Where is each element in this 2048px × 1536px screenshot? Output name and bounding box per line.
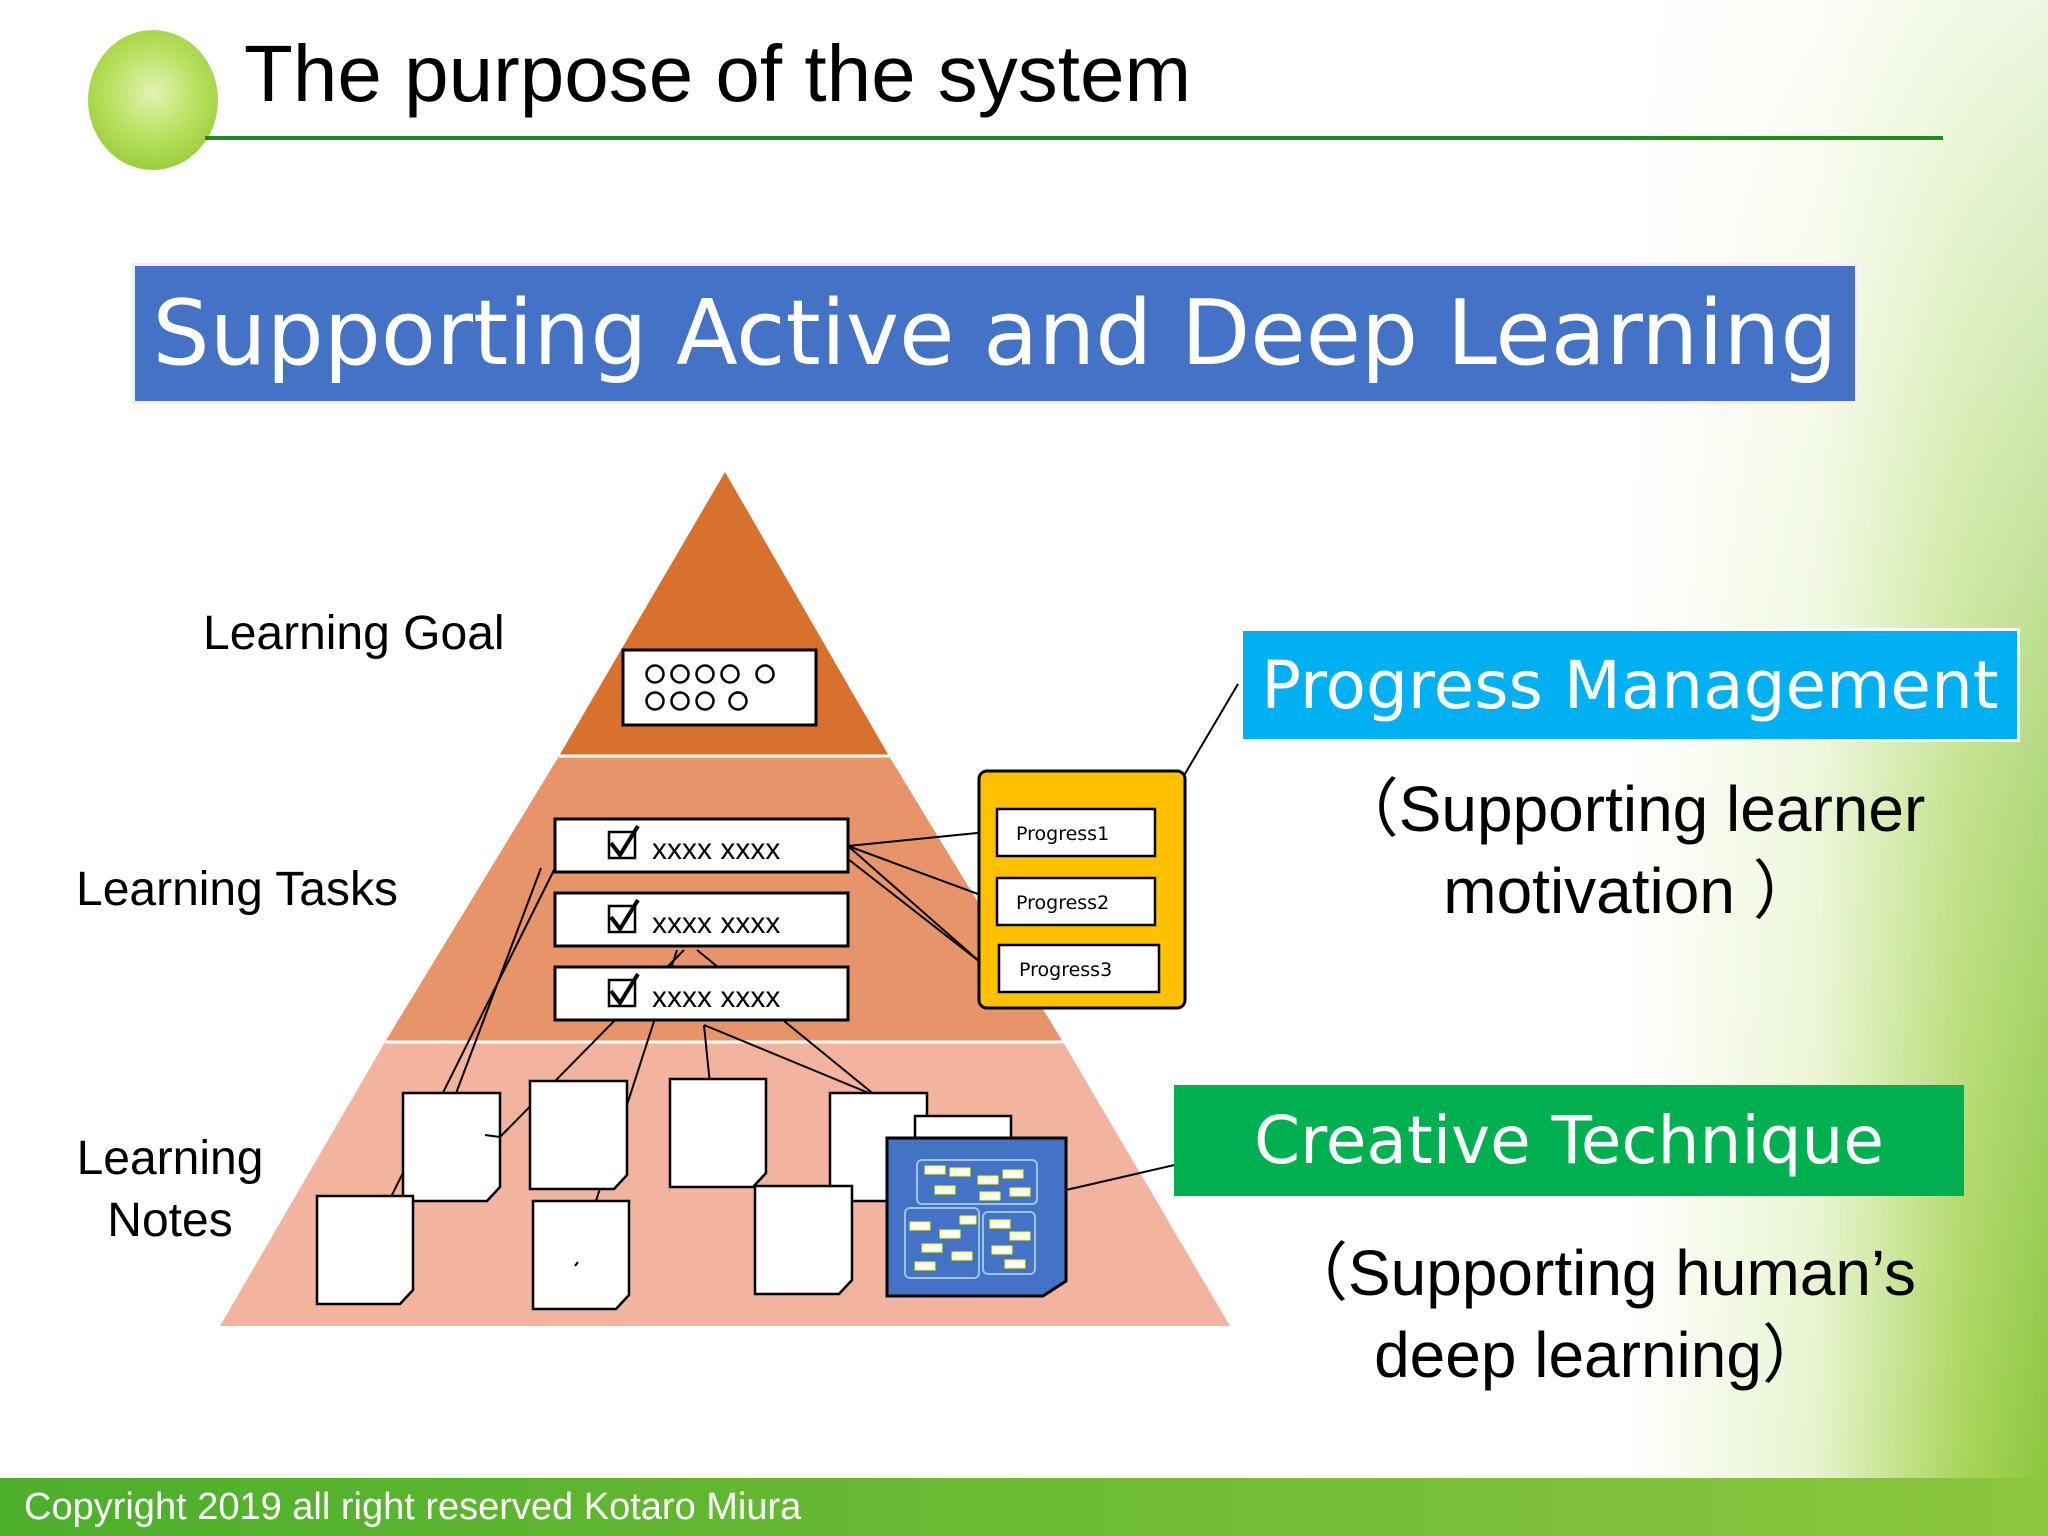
- task-item-2: xxxx xxxx: [553, 891, 850, 948]
- progress-management-subtitle: （Supporting learner motivation ）: [1240, 768, 2020, 932]
- note-page: [528, 1079, 629, 1191]
- level-label-tasks: Learning Tasks: [76, 863, 398, 916]
- goal-box: [621, 648, 818, 727]
- note-page: [401, 1091, 502, 1203]
- title-bullet-circle: [88, 30, 218, 170]
- note-connector-lines: [484, 1134, 579, 1267]
- checkmark-icon: [609, 972, 640, 1007]
- creative-technique-subtitle: （Supporting human’s deep learning）: [1240, 1232, 1960, 1396]
- task-label: xxxx xxxx: [652, 981, 780, 1014]
- svg-text:Progress1: Progress1: [1016, 823, 1109, 845]
- task-item-3: xxxx xxxx: [553, 965, 850, 1022]
- goal-circles: [645, 664, 775, 711]
- map-page-tab: [913, 1114, 1013, 1142]
- note-page: [315, 1194, 415, 1306]
- task-item-1: xxxx xxxx: [553, 817, 850, 874]
- svg-text:Progress3: Progress3: [1019, 959, 1112, 981]
- level-label-notes-line1: Learning: [76, 1132, 264, 1185]
- level-label-notes-line2: Notes: [107, 1194, 233, 1247]
- creative-technique-box: Creative Technique: [1174, 1085, 1964, 1196]
- footer-bar: [0, 1478, 2048, 1536]
- pyramid-diagram: xxxx xxxx xxxx xxxx xxxx xxxx Progress1 …: [220, 472, 1239, 1326]
- ct-subtitle-line2: deep learning）: [1374, 1319, 1826, 1391]
- svg-text:Progress2: Progress2: [1016, 892, 1109, 914]
- checkmark-icon: [609, 824, 640, 859]
- copyright-text: Copyright 2019 all right reserved Kotaro…: [24, 1486, 802, 1528]
- note-page: [531, 1199, 631, 1311]
- progress-item-2: Progress2: [995, 876, 1157, 927]
- task-label: xxxx xxxx: [652, 833, 780, 866]
- pm-subtitle-line1: （Supporting learner: [1334, 773, 1926, 845]
- note-page: [753, 1184, 854, 1296]
- ct-subtitle-line1: （Supporting human’s: [1283, 1237, 1917, 1309]
- title-underline: [205, 136, 1943, 140]
- level-label-goal: Learning Goal: [203, 607, 505, 660]
- progress-item-3: Progress3: [997, 943, 1161, 994]
- note-page: [668, 1077, 768, 1189]
- progress-management-box: Progress Management: [1240, 628, 2020, 742]
- slide-title: The purpose of the system: [244, 29, 1192, 118]
- progress-item-1: Progress1: [995, 807, 1157, 858]
- note-pages: [315, 1077, 929, 1311]
- main-banner: Supporting Active and Deep Learning: [132, 263, 1858, 404]
- checkmark-icon: [609, 898, 640, 933]
- task-label: xxxx xxxx: [652, 907, 780, 940]
- concept-map-graphic: [904, 1159, 1038, 1279]
- level-label-notes: Learning Notes: [70, 1128, 270, 1252]
- pm-subtitle-line2: motivation ）: [1443, 855, 1817, 927]
